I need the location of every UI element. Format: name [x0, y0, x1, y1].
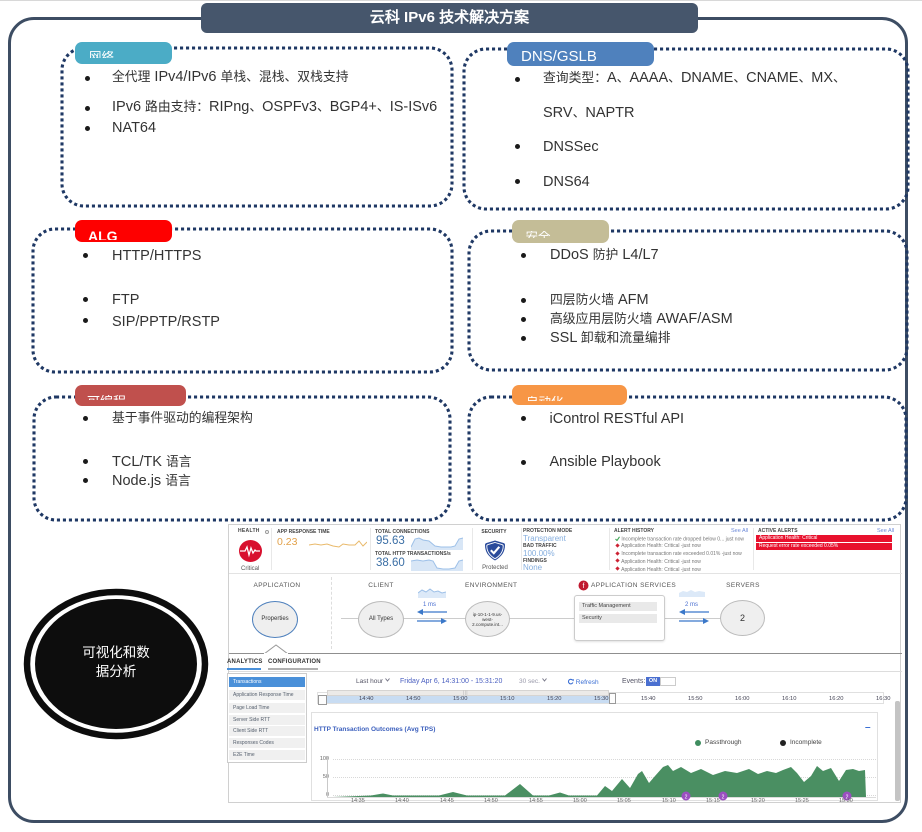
svg-text:2: 2 — [685, 795, 688, 801]
svg-text:f: f — [583, 583, 585, 590]
svg-text:2: 2 — [846, 795, 849, 801]
svg-text:2: 2 — [722, 795, 725, 801]
svg-text:据分析: 据分析 — [96, 664, 137, 679]
svg-text:可视化和数: 可视化和数 — [82, 645, 150, 660]
